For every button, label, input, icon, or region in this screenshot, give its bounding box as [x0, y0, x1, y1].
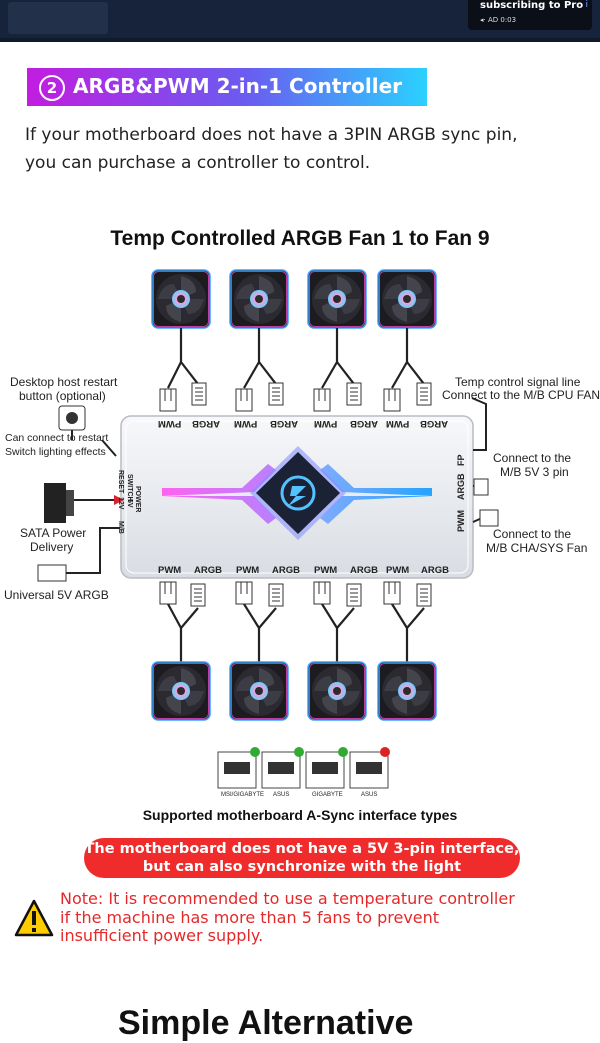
intro-line-2: you can purchase a controller to control…	[25, 153, 371, 173]
port-left-12v: 12V	[117, 497, 124, 510]
diagram-title: Temp Controlled ARGB Fan 1 to Fan 9	[110, 227, 490, 250]
sata-label-2: Delivery	[30, 540, 74, 554]
sync-note-pill: The motherboard does not have a 5V 3-pin…	[84, 838, 520, 878]
port-top-6: ARGB	[350, 418, 378, 429]
port-right-fp: FP	[456, 454, 466, 466]
port-bottom-6: ARGB	[350, 565, 378, 576]
ad-title: subscribing to Pro	[480, 0, 584, 11]
restart-label-2: button (optional)	[19, 389, 106, 403]
section-title: ARGB&PWM 2-in-1 Controller	[73, 74, 403, 98]
port-bottom-3: PWM	[236, 565, 260, 576]
power-note-line-2: if the machine has more than 5 fans to p…	[60, 907, 440, 927]
port-top-1: PWM	[158, 418, 182, 429]
section-banner: 2 ARGB&PWM 2-in-1 Controller	[27, 68, 427, 106]
port-right-pwm: PWM	[456, 510, 466, 532]
controller-diagram	[37, 269, 499, 789]
port-bottom-4: ARGB	[272, 565, 300, 576]
support-title: Supported motherboard A-Sync interface t…	[142, 807, 458, 823]
port-top-2: ARGB	[192, 418, 220, 429]
fivev-label-1: Connect to the	[493, 451, 572, 465]
intro-line-1: If your motherboard does not have a 3PIN…	[25, 125, 518, 145]
power-note-line-1: Note: It is recommended to use a tempera…	[60, 889, 515, 908]
section-number: 2	[39, 75, 65, 101]
brand-label-4: ASUS	[361, 792, 378, 798]
warning-icon	[14, 899, 54, 937]
fivev-label-2: M/B 5V 3 pin	[500, 465, 569, 479]
port-bottom-1: PWM	[158, 565, 182, 576]
port-top-8: ARGB	[420, 418, 448, 429]
sync-note-line-2: but can also synchronize with the light	[142, 859, 462, 875]
brand-label-3: GIGABYTE	[312, 792, 343, 798]
cha-label-2: M/B CHA/SYS Fan	[486, 541, 588, 555]
cha-label-1: Connect to the	[493, 527, 572, 541]
port-left-power: POWER	[134, 486, 141, 513]
restart-label-1: Desktop host restart	[10, 375, 118, 389]
switch-label-1: Can connect to restart	[5, 432, 109, 444]
port-left-switch: SWITCH	[126, 474, 133, 502]
temp-label-2: Connect to the M/B CPU FAN	[442, 388, 600, 402]
video-player-bar: subscribing to Pro ◂· AD 0:03 i	[0, 0, 600, 42]
ad-timer: ◂· AD 0:03	[480, 16, 517, 24]
sync-note-line-1: The motherboard does not have a 5V 3-pin…	[84, 841, 520, 857]
port-bottom-2: ARGB	[194, 565, 222, 576]
sata-label-1: SATA Power	[20, 526, 87, 540]
port-bottom-7: PWM	[386, 565, 410, 576]
port-right-argb: ARGB	[456, 473, 466, 501]
port-left-5v: 5V	[126, 499, 133, 508]
port-bottom-8: ARGB	[421, 565, 449, 576]
port-top-5: PWM	[314, 418, 338, 429]
info-icon[interactable]: i	[585, 0, 588, 10]
next-section-heading: Simple Alternative	[118, 1004, 414, 1042]
port-top-7: PWM	[386, 418, 410, 429]
brand-label-1: MSI/GIGABYTE	[221, 792, 265, 798]
switch-label-2: Switch lighting effects	[5, 446, 106, 458]
temp-label-1: Temp control signal line	[455, 375, 581, 389]
intro-text: If your motherboard does not have a 3PIN…	[25, 121, 595, 177]
ad-card[interactable]: subscribing to Pro ◂· AD 0:03 i	[468, 0, 592, 30]
port-top-4: ARGB	[270, 418, 298, 429]
port-top-3: PWM	[234, 418, 258, 429]
port-bottom-5: PWM	[314, 565, 338, 576]
power-note: Note: It is recommended to use a tempera…	[60, 889, 580, 946]
video-thumbnail[interactable]	[8, 2, 108, 34]
power-note-line-3: insufficient power supply.	[60, 926, 264, 945]
brand-label-2: ASUS	[273, 792, 290, 798]
universal-argb-label: Universal 5V ARGB	[4, 588, 109, 602]
port-left-mb: M/B	[117, 521, 124, 534]
port-left-reset: RESET	[117, 470, 124, 494]
